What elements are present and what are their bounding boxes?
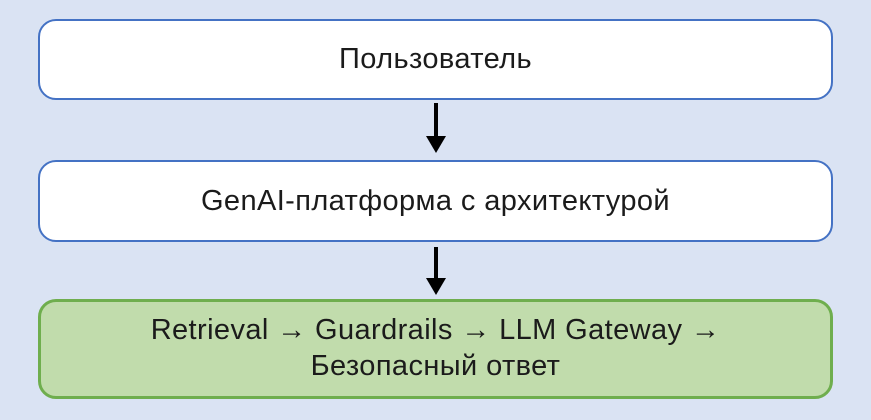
- node-pipeline: Retrieval → Guardrails → LLM Gateway → Б…: [38, 299, 833, 399]
- arrow-head-icon: [425, 136, 446, 153]
- arrow-down-icon: [425, 103, 446, 153]
- arrow-down-icon: [425, 247, 446, 295]
- node-platform-label: GenAI-платформа с архитектурой: [200, 184, 671, 217]
- node-platform: GenAI-платформа с архитектурой: [38, 160, 833, 242]
- node-user: Пользователь: [38, 19, 833, 100]
- node-user-label: Пользователь: [339, 43, 532, 75]
- arrow-head-icon: [425, 278, 446, 295]
- arrow-shaft: [433, 247, 438, 278]
- arrow-shaft: [433, 103, 438, 136]
- node-pipeline-label: Retrieval → Guardrails → LLM Gateway → Б…: [150, 314, 721, 382]
